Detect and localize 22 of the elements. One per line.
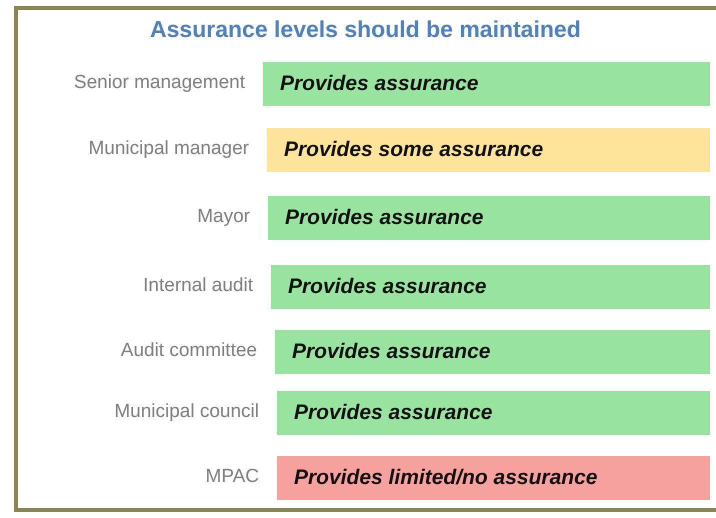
row-label: MPAC bbox=[206, 466, 259, 488]
row-label: Internal audit bbox=[143, 275, 253, 297]
row-label: Municipal council bbox=[114, 401, 259, 423]
assurance-level: Provides assurance bbox=[285, 206, 484, 230]
assurance-bar bbox=[277, 391, 710, 435]
row-label: Audit committee bbox=[120, 340, 257, 362]
row-label: Municipal manager bbox=[88, 138, 249, 160]
assurance-level: Provides some assurance bbox=[284, 138, 544, 162]
assurance-bar bbox=[263, 62, 710, 106]
assurance-level: Provides assurance bbox=[294, 401, 492, 425]
assurance-level: Provides limited/no assurance bbox=[294, 466, 598, 490]
row-label: Senior management bbox=[74, 72, 245, 94]
assurance-bar bbox=[277, 456, 710, 500]
row-label: Mayor bbox=[197, 206, 250, 228]
assurance-level: Provides assurance bbox=[288, 275, 486, 299]
assurance-bar bbox=[267, 128, 710, 172]
assurance-bar bbox=[271, 265, 710, 309]
assurance-bar bbox=[268, 196, 710, 240]
assurance-level: Provides assurance bbox=[292, 340, 490, 364]
chart-title: Assurance levels should be maintained bbox=[150, 16, 581, 43]
assurance-bar bbox=[275, 330, 710, 374]
assurance-level: Provides assurance bbox=[280, 72, 478, 96]
